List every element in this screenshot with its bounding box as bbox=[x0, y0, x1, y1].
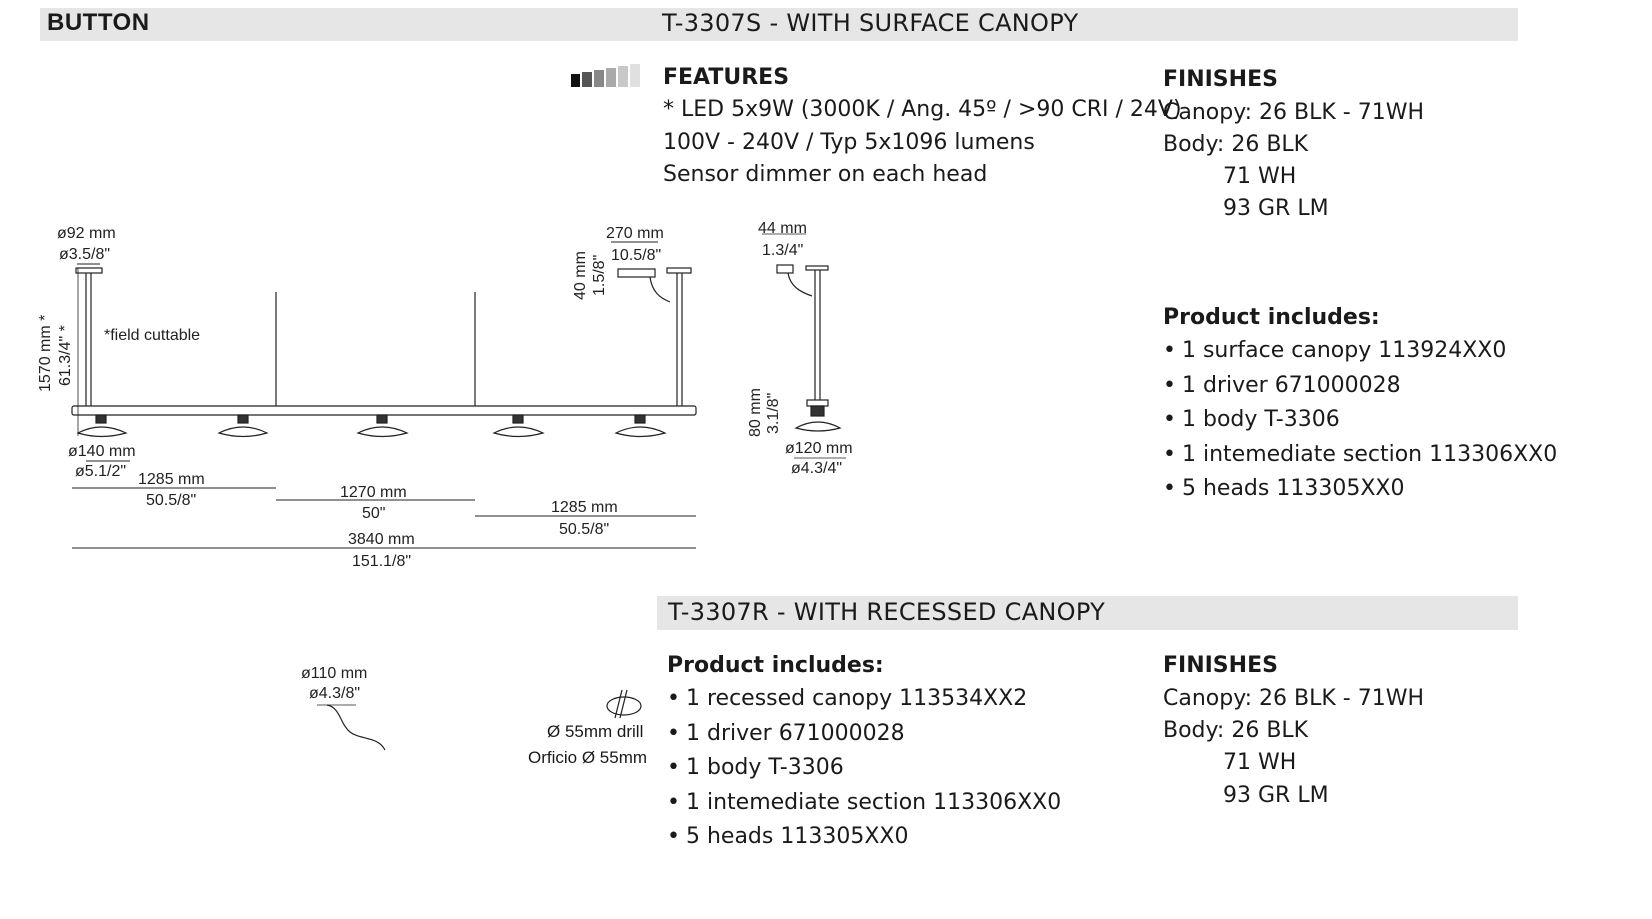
list-item: 1 body T-3306 bbox=[667, 751, 1061, 786]
feature-sensor: Sensor dimmer on each head bbox=[663, 162, 988, 187]
head bbox=[614, 414, 667, 438]
dim-seg1-in: 50.5/8" bbox=[146, 492, 196, 509]
dim-seg2-in: 50" bbox=[362, 505, 385, 522]
list-item: 1 driver 671000028 bbox=[1163, 369, 1557, 404]
list-item: 1 surface canopy 113924XX0 bbox=[1163, 334, 1557, 369]
drill-icon bbox=[606, 689, 642, 719]
recessed-finish-body-gr: 93 GR LM bbox=[1223, 783, 1329, 808]
dim-seg3-mm: 1285 mm bbox=[551, 499, 618, 516]
dim-rec-d-mm: ø110 mm bbox=[301, 665, 367, 682]
horizontal-bar bbox=[71, 405, 697, 416]
dim-total-mm: 3840 mm bbox=[348, 531, 415, 548]
dim-side-h-in: 3.1/8" bbox=[765, 393, 782, 434]
dim-seg3-in: 50.5/8" bbox=[559, 521, 609, 538]
dim-side-h-mm: 80 mm bbox=[747, 388, 764, 437]
dim-side-w-in: 1.3/4" bbox=[762, 242, 803, 259]
list-item: 1 body T-3306 bbox=[1163, 403, 1557, 438]
head bbox=[356, 414, 409, 438]
canopy bbox=[75, 267, 103, 274]
features-title: FEATURES bbox=[663, 65, 790, 90]
recessed-finish-body-wh: 71 WH bbox=[1223, 750, 1297, 775]
dim-total-in: 151.1/8" bbox=[352, 553, 411, 570]
dim-seg2-mm: 1270 mm bbox=[340, 484, 407, 501]
dim-side-w-mm: 44 mm bbox=[758, 220, 807, 237]
list-item: 1 driver 671000028 bbox=[667, 717, 1061, 752]
brand-title: BUTTON bbox=[47, 9, 150, 36]
feature-voltage: 100V - 240V / Typ 5x1096 lumens bbox=[663, 130, 1035, 155]
recessed-header-bar bbox=[657, 596, 1518, 630]
finish-body-wh: 71 WH bbox=[1223, 164, 1297, 189]
recessed-includes-list: 1 recessed canopy 113534XX2 1 driver 671… bbox=[667, 682, 1061, 855]
finish-body: Body: 26 BLK bbox=[1163, 132, 1309, 157]
drill-label: Ø 55mm drill bbox=[547, 722, 644, 741]
dim-driver-w-in: 10.5/8" bbox=[611, 247, 661, 264]
dim-canopy-mm: ø92 mm bbox=[57, 225, 116, 242]
dim-side-d-in: ø4.3/4" bbox=[791, 460, 842, 477]
dim-driver-h-mm: 40 mm bbox=[572, 251, 589, 300]
dim-height-in: 61.3/4" * bbox=[57, 325, 74, 386]
side-view bbox=[762, 233, 846, 459]
list-item: 5 heads 113305XX0 bbox=[1163, 472, 1557, 507]
list-item: 1 intemediate section 113306XX0 bbox=[1163, 438, 1557, 473]
head bbox=[217, 414, 269, 438]
header-bar bbox=[40, 8, 1518, 41]
includes-list: 1 surface canopy 113924XX0 1 driver 6710… bbox=[1163, 334, 1557, 507]
finishes-title: FINISHES bbox=[1163, 67, 1278, 92]
dim-seg1-mm: 1285 mm bbox=[138, 471, 205, 488]
dim-head-mm: ø140 mm bbox=[68, 443, 136, 460]
head bbox=[76, 414, 128, 438]
surface-title: T-3307S - WITH SURFACE CANOPY bbox=[662, 9, 1079, 37]
dim-rec-d-in: ø4.3/8" bbox=[309, 685, 360, 702]
finish-canopy: Canopy: 26 BLK - 71WH bbox=[1163, 100, 1425, 125]
recessed-finishes-title: FINISHES bbox=[1163, 653, 1278, 678]
dim-head-in: ø5.1/2" bbox=[75, 463, 126, 480]
dim-canopy-in: ø3.5/8" bbox=[59, 246, 110, 263]
list-item: 1 recessed canopy 113534XX2 bbox=[667, 682, 1061, 717]
includes-title: Product includes: bbox=[1163, 305, 1380, 330]
dim-driver-w-mm: 270 mm bbox=[606, 225, 664, 242]
dim-height-mm: 1570 mm * bbox=[37, 315, 54, 392]
recessed-includes-title: Product includes: bbox=[667, 653, 884, 678]
list-item: 1 intemediate section 113306XX0 bbox=[667, 786, 1061, 821]
dim-driver-h-in: 1.5/8" bbox=[591, 255, 608, 296]
field-cuttable-note: *field cuttable bbox=[104, 327, 200, 344]
recessed-finish-body: Body: 26 BLK bbox=[1163, 718, 1309, 743]
drill-label-alt: Orficio Ø 55mm bbox=[528, 748, 648, 767]
recessed-canopy bbox=[317, 704, 386, 751]
head bbox=[492, 414, 545, 438]
feature-led: * LED 5x9W (3000K / Ang. 45º / >90 CRI /… bbox=[663, 97, 1182, 122]
recessed-title: T-3307R - WITH RECESSED CANOPY bbox=[668, 598, 1106, 626]
list-item: 5 heads 113305XX0 bbox=[667, 820, 1061, 855]
recessed-finish-canopy: Canopy: 26 BLK - 71WH bbox=[1163, 686, 1425, 711]
dim-side-d-mm: ø120 mm bbox=[785, 440, 853, 457]
finish-body-gr: 93 GR LM bbox=[1223, 196, 1329, 221]
beam-angle-icon bbox=[571, 63, 643, 89]
